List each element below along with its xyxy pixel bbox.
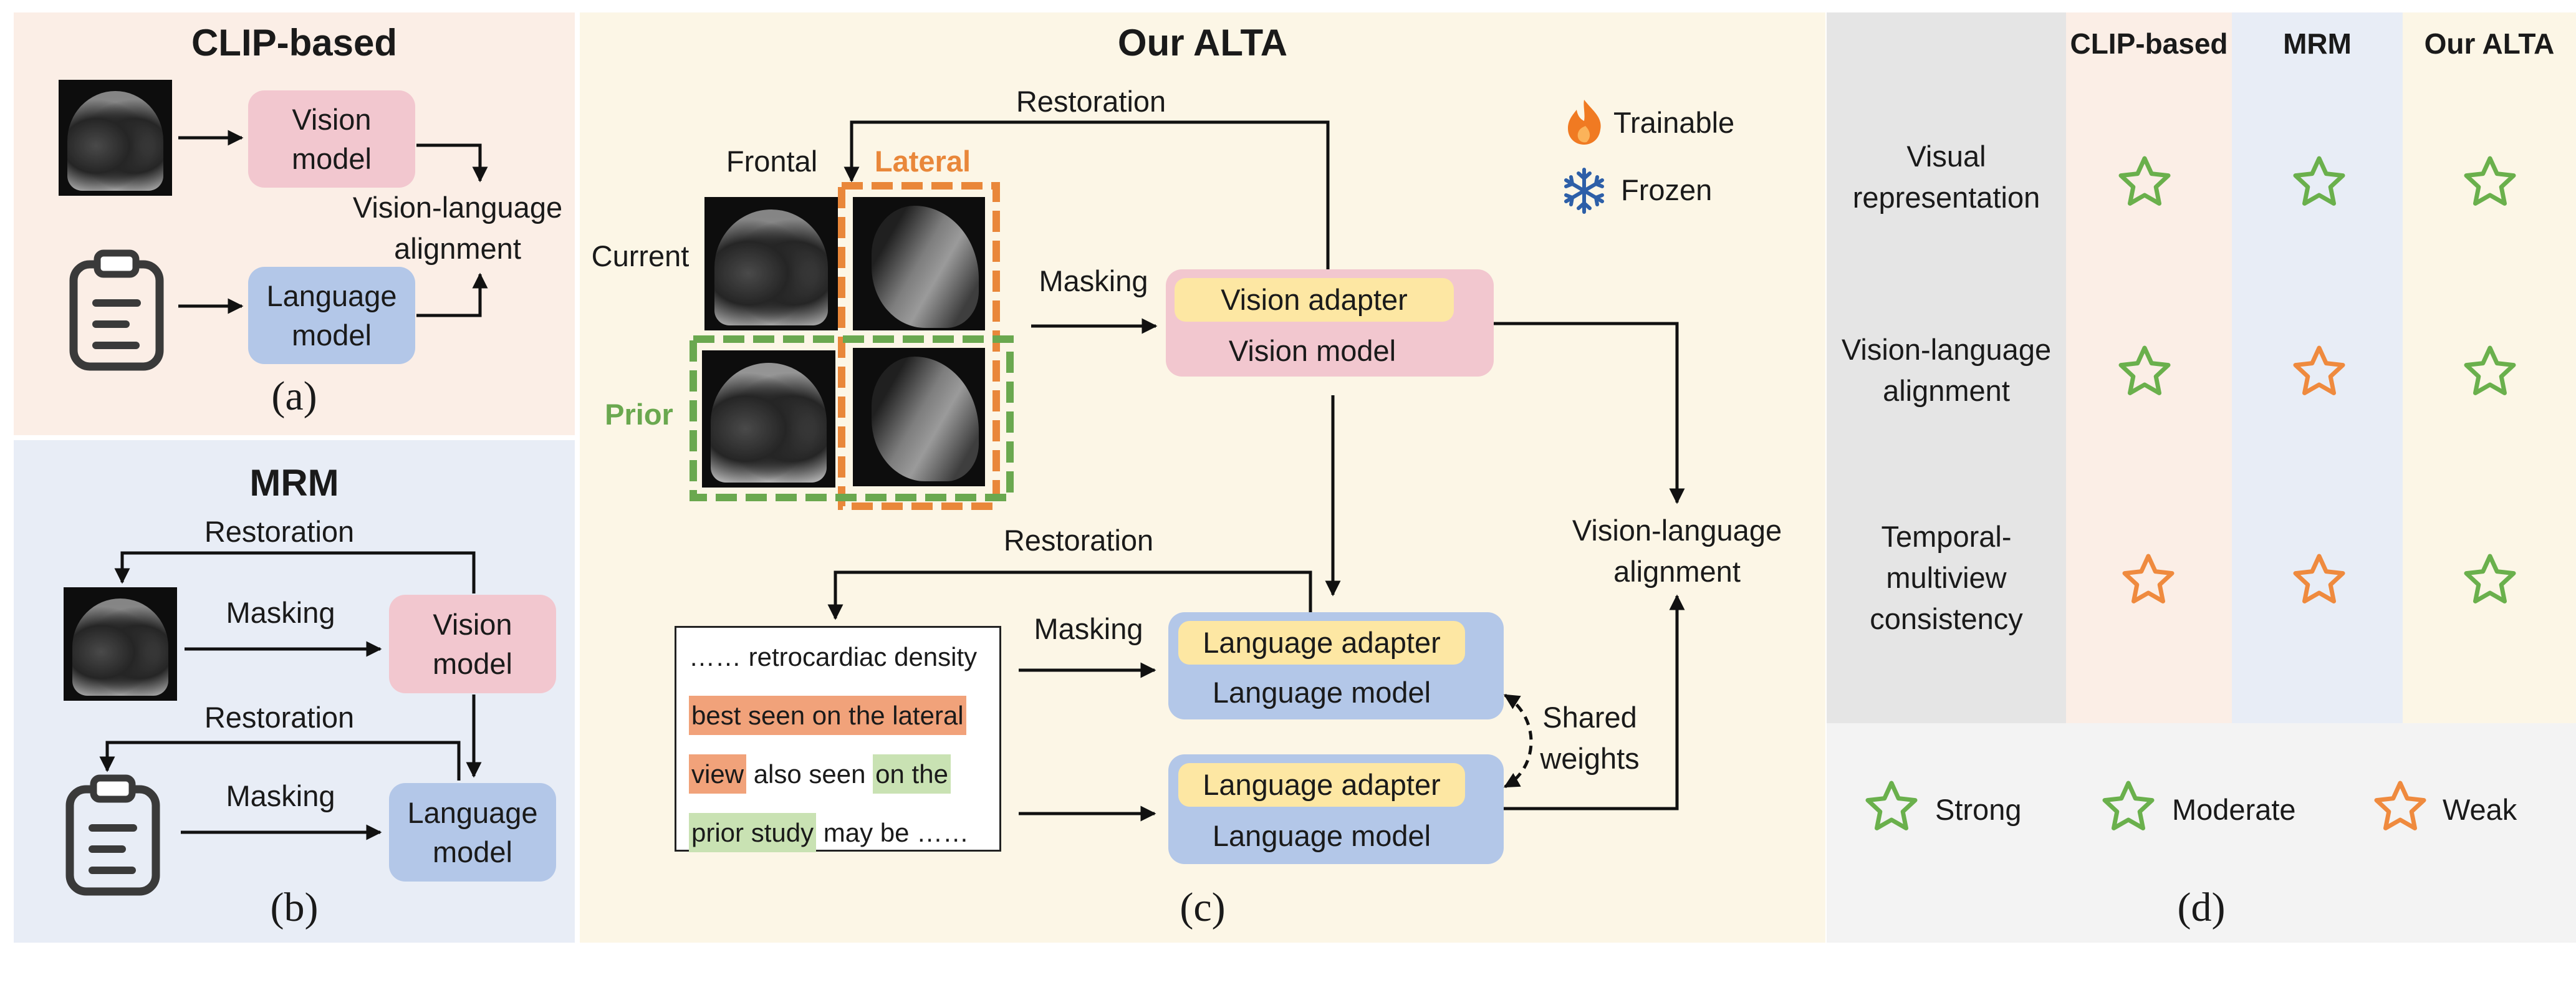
legend-moderate-star-icon [2105,783,2152,828]
panel-c-title: Our ALTA [1117,22,1288,64]
restoration-label-c-top: Restoration [1016,85,1166,118]
panel-d-caption: (d) [2177,885,2226,930]
panel-b-caption: (b) [270,885,319,930]
language-model-label-c-2: Language model [1212,819,1431,852]
report-line-3: view also seen on the [689,745,999,804]
legend-strong-star-icon [1868,783,1915,828]
vision-model-box-a: Vision model [248,90,415,188]
masking-label-c-text: Masking [1034,612,1143,645]
column-header-mrm: MRM [2283,27,2352,60]
legend-weak-label: Weak [2443,793,2517,826]
vision-model-label-c: Vision model [1228,334,1396,367]
prior-label: Prior [605,398,673,431]
star-clip-visual [2121,158,2168,203]
report-clipboard-icon-b [70,778,156,892]
report-highlight-prior-study: prior study [689,813,817,852]
legend-moderate-label: Moderate [2172,793,2296,826]
alignment-label-c: Vision-language alignment [1572,514,1782,588]
column-header-clip: CLIP-based [2070,27,2228,60]
panel-b-title: MRM [249,462,339,504]
language-model-box-a: Language model [248,267,415,364]
frontal-label: Frontal [726,145,818,178]
shared-weights-label: Shared weights [1540,701,1640,775]
row-label-visual-representation: Visual representation [1852,140,2040,214]
star-mrm-alignment [2295,348,2343,393]
report-highlight-lateral: best seen on the lateral [689,696,966,735]
star-alta-alignment [2466,348,2514,393]
star-mrm-consistency [2295,556,2343,601]
restoration-label-b-bottom: Restoration [204,701,355,734]
report-text-box: …… retrocardiac density best seen on the… [675,626,1001,852]
frozen-label: Frozen [1621,173,1713,206]
language-model-label-c-1: Language model [1212,676,1431,709]
prior-frontal-xray [702,350,835,488]
star-clip-alignment [2121,348,2168,393]
language-adapter-box-1: Language adapter [1178,621,1465,665]
snowflake-icon [1566,170,1602,212]
masking-label-c-vision: Masking [1039,264,1148,297]
lateral-label: Lateral [874,145,971,178]
masking-label-b-top: Masking [226,596,335,629]
prior-dashed-box [690,335,1014,501]
report-highlight-on-the: on the [873,754,951,794]
restoration-label-c-bottom: Restoration [1003,524,1154,557]
report-line-2: best seen on the lateral [689,686,999,745]
panel-c-caption: (c) [1180,885,1226,930]
column-header-alta: Our ALTA [2424,27,2555,60]
row-label-temporal-multiview-consistency: Temporal- multiview consistency [1870,520,2023,635]
report-line-1: …… retrocardiac density [689,642,978,671]
prior-lateral-xray [853,348,985,486]
chest-xray-image-b [64,587,177,701]
trainable-label: Trainable [1613,106,1735,139]
current-label: Current [591,239,690,272]
vision-adapter-box: Vision adapter [1175,278,1454,322]
row-label-vision-language-alignment: Vision-language alignment [1841,333,2052,407]
alignment-label-a: Vision-language alignment [352,191,563,265]
panel-d-label-column [1827,12,2066,723]
report-highlight-view: view [689,754,747,794]
current-lateral-xray [853,197,985,330]
report-line-4: prior study may be …… [689,804,999,862]
lateral-dashed-box [838,182,1000,510]
star-mrm-visual [2295,158,2343,203]
legend-strong-label: Strong [1935,793,2022,826]
language-model-box-b: Language model [389,783,556,882]
restoration-label-b-top: Restoration [204,515,355,548]
star-clip-consistency [2125,556,2172,601]
flame-icon [1568,100,1601,145]
masking-label-b-bottom: Masking [226,779,335,812]
language-adapter-box-2: Language adapter [1178,763,1465,807]
panel-a-caption: (a) [271,373,317,419]
panel-d-mrm-column [2232,12,2403,723]
legend-weak-star-icon [2377,783,2424,828]
report-clipboard-icon-a [74,253,160,367]
vision-model-box-b: Vision model [389,595,556,693]
star-alta-consistency [2466,556,2514,601]
chest-xray-image-a [59,80,172,196]
panel-d-alta-column [2403,12,2576,723]
panel-d-clip-column [2066,12,2232,723]
panel-a-title: CLIP-based [191,22,398,64]
star-alta-visual [2466,158,2514,203]
current-frontal-xray [704,197,838,330]
